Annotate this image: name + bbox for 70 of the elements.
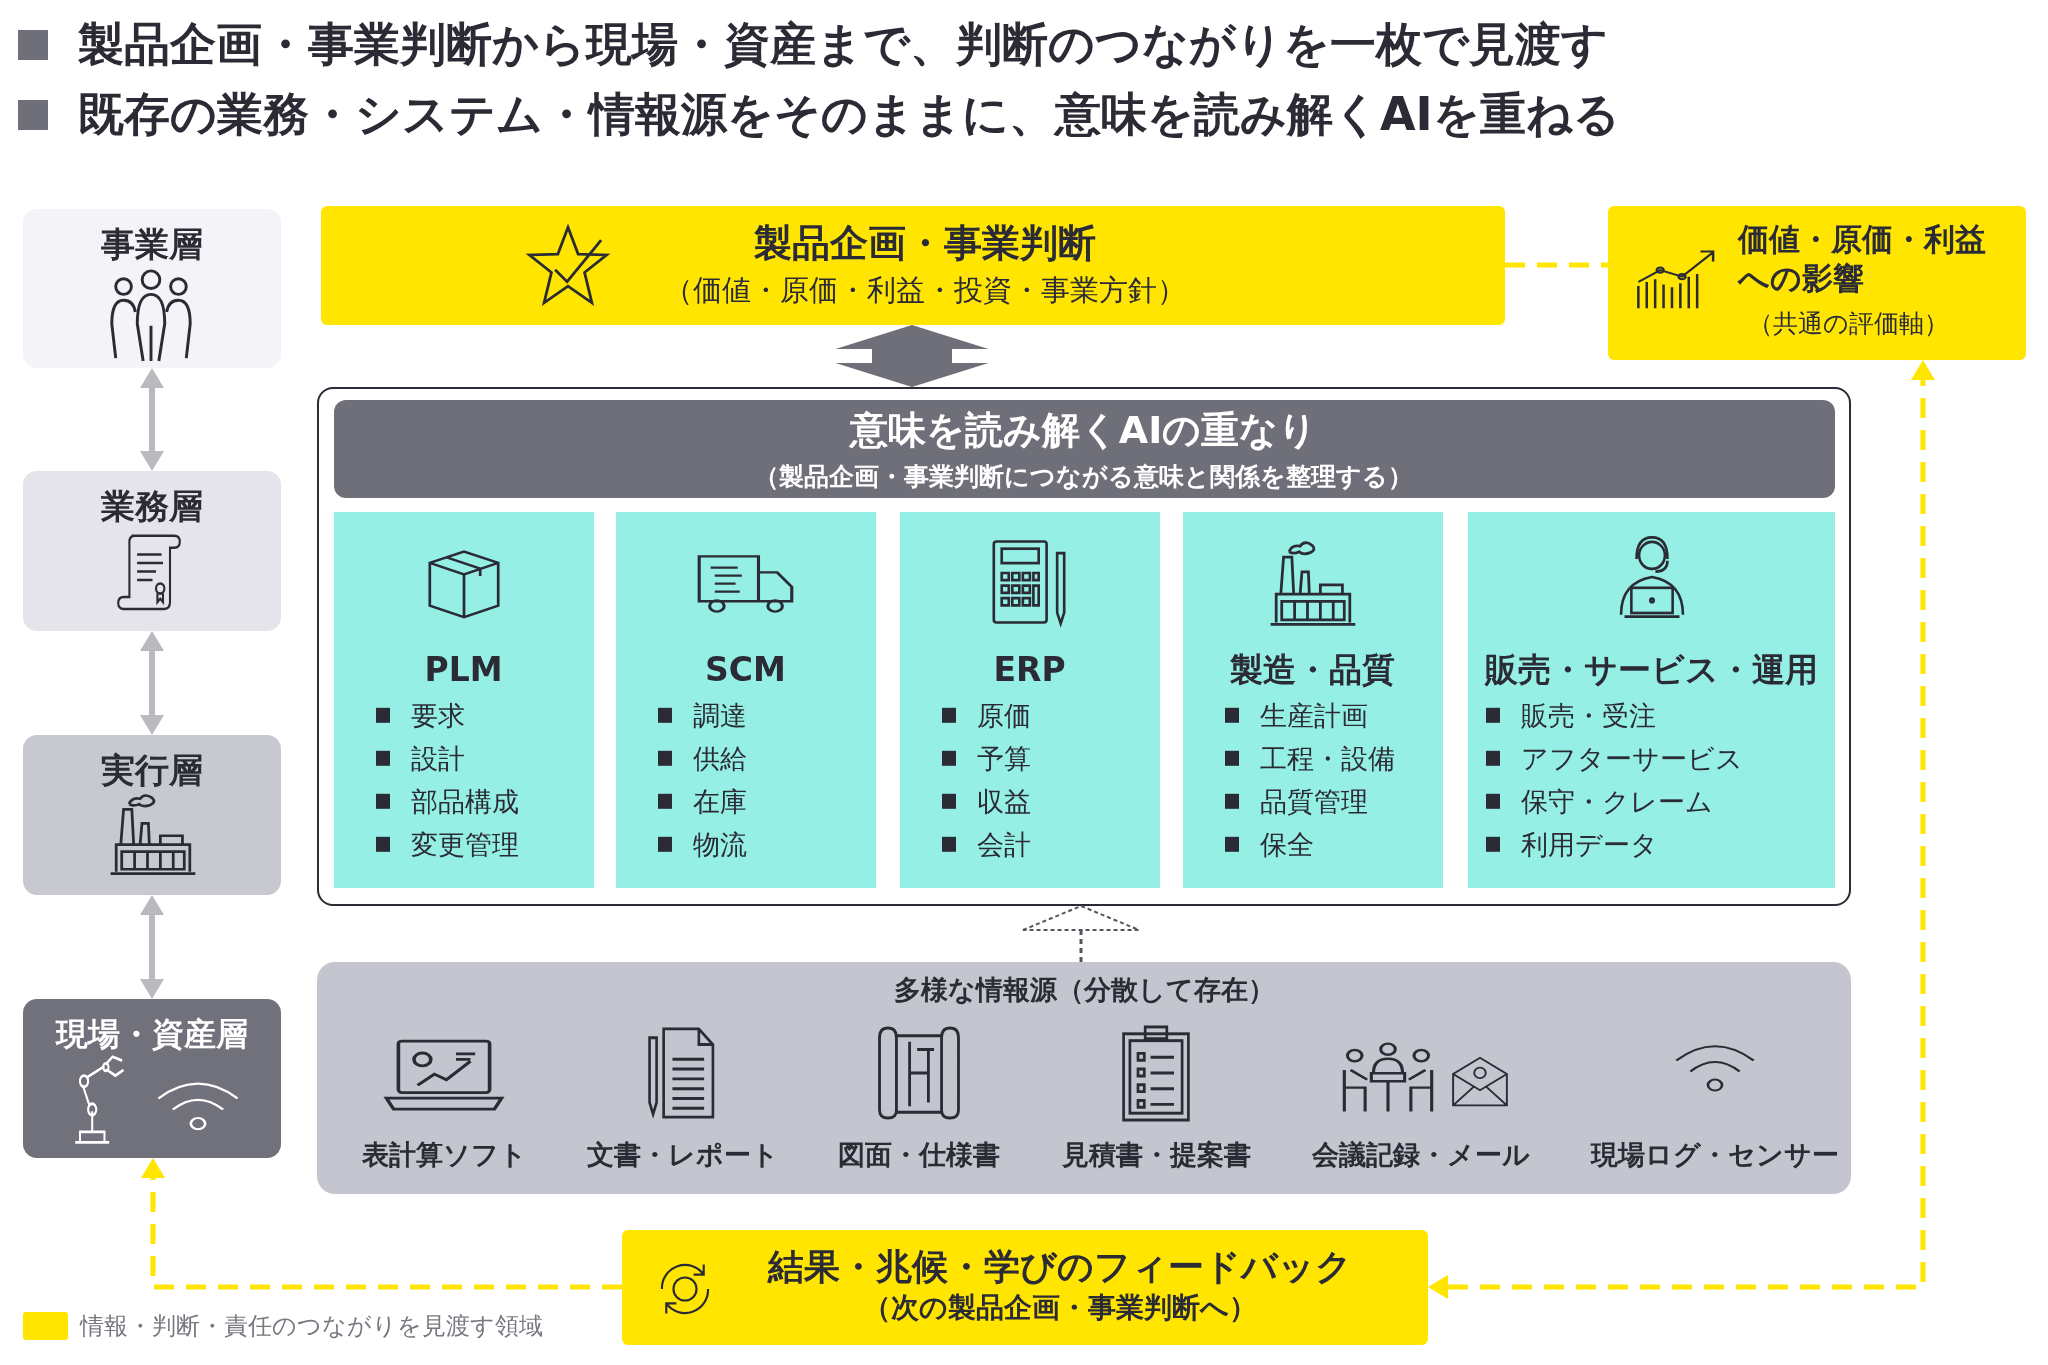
system-box: [333, 511, 594, 888]
layer-label: 事業層: [101, 223, 203, 265]
box-subtitle: （共通の評価軸）: [1747, 309, 1949, 339]
list-item: 収益: [941, 785, 1031, 818]
list-item: 部品構成: [375, 785, 519, 818]
system-box: [1467, 511, 1835, 888]
list-item: 品質管理: [1224, 785, 1368, 818]
box-subtitle: （次の製品企画・事業判断へ）: [863, 1291, 1257, 1325]
system-box: [1182, 511, 1443, 888]
connector-line: [1505, 262, 1608, 268]
system-title: ERP: [993, 649, 1066, 690]
system-title: SCM: [705, 649, 786, 690]
decision-box: [321, 206, 1505, 325]
band-subtitle: （製品企画・事業判断につながる意味と関係を整理する）: [754, 461, 1413, 492]
panel-title: 多様な情報源（分散して存在）: [893, 973, 1275, 1007]
system-box: [615, 511, 876, 888]
ai-header-band: [333, 399, 1835, 498]
double-arrow: [140, 368, 164, 471]
system-title: 販売・サービス・運用: [1484, 649, 1818, 690]
arrow: [141, 1158, 622, 1290]
double-arrow: [1428, 360, 1935, 1299]
box-title: 製品企画・事業判断: [754, 221, 1096, 267]
feedback-box: [622, 1230, 1428, 1345]
double-arrow: [140, 631, 164, 735]
band-title: 意味を読み解くAIの重なり: [849, 407, 1318, 454]
sources-panel: [317, 962, 1851, 1194]
box-title: 結果・兆候・学びのフィードバック: [768, 1245, 1352, 1289]
layer-box: [23, 209, 281, 368]
heading: 製品企画・事業判断から現場・資産まで、判断のつながりを一枚で見渡す: [78, 17, 1608, 73]
source-label: 図面・仕様書: [838, 1138, 1000, 1172]
layer-label: 実行層: [101, 749, 203, 791]
list-item: 調達: [657, 699, 747, 732]
system-title: 製造・品質: [1230, 649, 1395, 690]
list-item: 供給: [657, 742, 747, 775]
system-box: [899, 511, 1160, 888]
legend-label: 情報・判断・責任のつながりを見渡す領域: [80, 1311, 543, 1341]
heading: 既存の業務・システム・情報源をそのままに、意味を読み解くAIを重ねる: [78, 87, 1620, 143]
list-item: 工程・設備: [1224, 742, 1395, 775]
list-item: 会計: [941, 828, 1031, 861]
list-item: 保守・クレーム: [1485, 785, 1713, 818]
source-label: 見積書・提案書: [1061, 1138, 1251, 1172]
layer-label: 現場・資産層: [56, 1014, 248, 1054]
layer-label: 業務層: [101, 485, 203, 527]
source-label: 現場ログ・センサー: [1591, 1138, 1839, 1172]
layer-box: [23, 735, 281, 895]
list-item: 物流: [657, 828, 747, 861]
source-label: 会議記録・メール: [1312, 1138, 1530, 1172]
list-item: 変更管理: [375, 828, 519, 861]
ai-layer-frame: [317, 387, 1851, 906]
box-title: 価値・原価・利益への影響: [1738, 220, 1987, 298]
double-arrow: [140, 895, 164, 999]
box-subtitle: （価値・原価・利益・投資・事業方針）: [664, 272, 1186, 308]
list-item: 保全: [1224, 828, 1314, 861]
system-title: PLM: [424, 649, 503, 690]
list-item: 在庫: [657, 785, 747, 818]
double-arrow: [835, 325, 989, 387]
list-item: 原価: [941, 699, 1031, 732]
layer-box: [23, 999, 281, 1158]
list-item: 予算: [941, 742, 1031, 775]
list-item: 販売・受注: [1485, 699, 1656, 732]
source-label: 文書・レポート: [587, 1138, 779, 1172]
impact-box: [1608, 206, 2026, 360]
arrow: [1022, 905, 1140, 962]
list-item: 設計: [375, 742, 465, 775]
list-item: アフターサービス: [1485, 742, 1743, 775]
list-item: 要求: [375, 699, 465, 732]
list-item: 生産計画: [1224, 699, 1368, 732]
layer-box: [23, 471, 281, 631]
source-label: 表計算ソフト: [361, 1138, 527, 1172]
list-item: 利用データ: [1485, 828, 1658, 861]
